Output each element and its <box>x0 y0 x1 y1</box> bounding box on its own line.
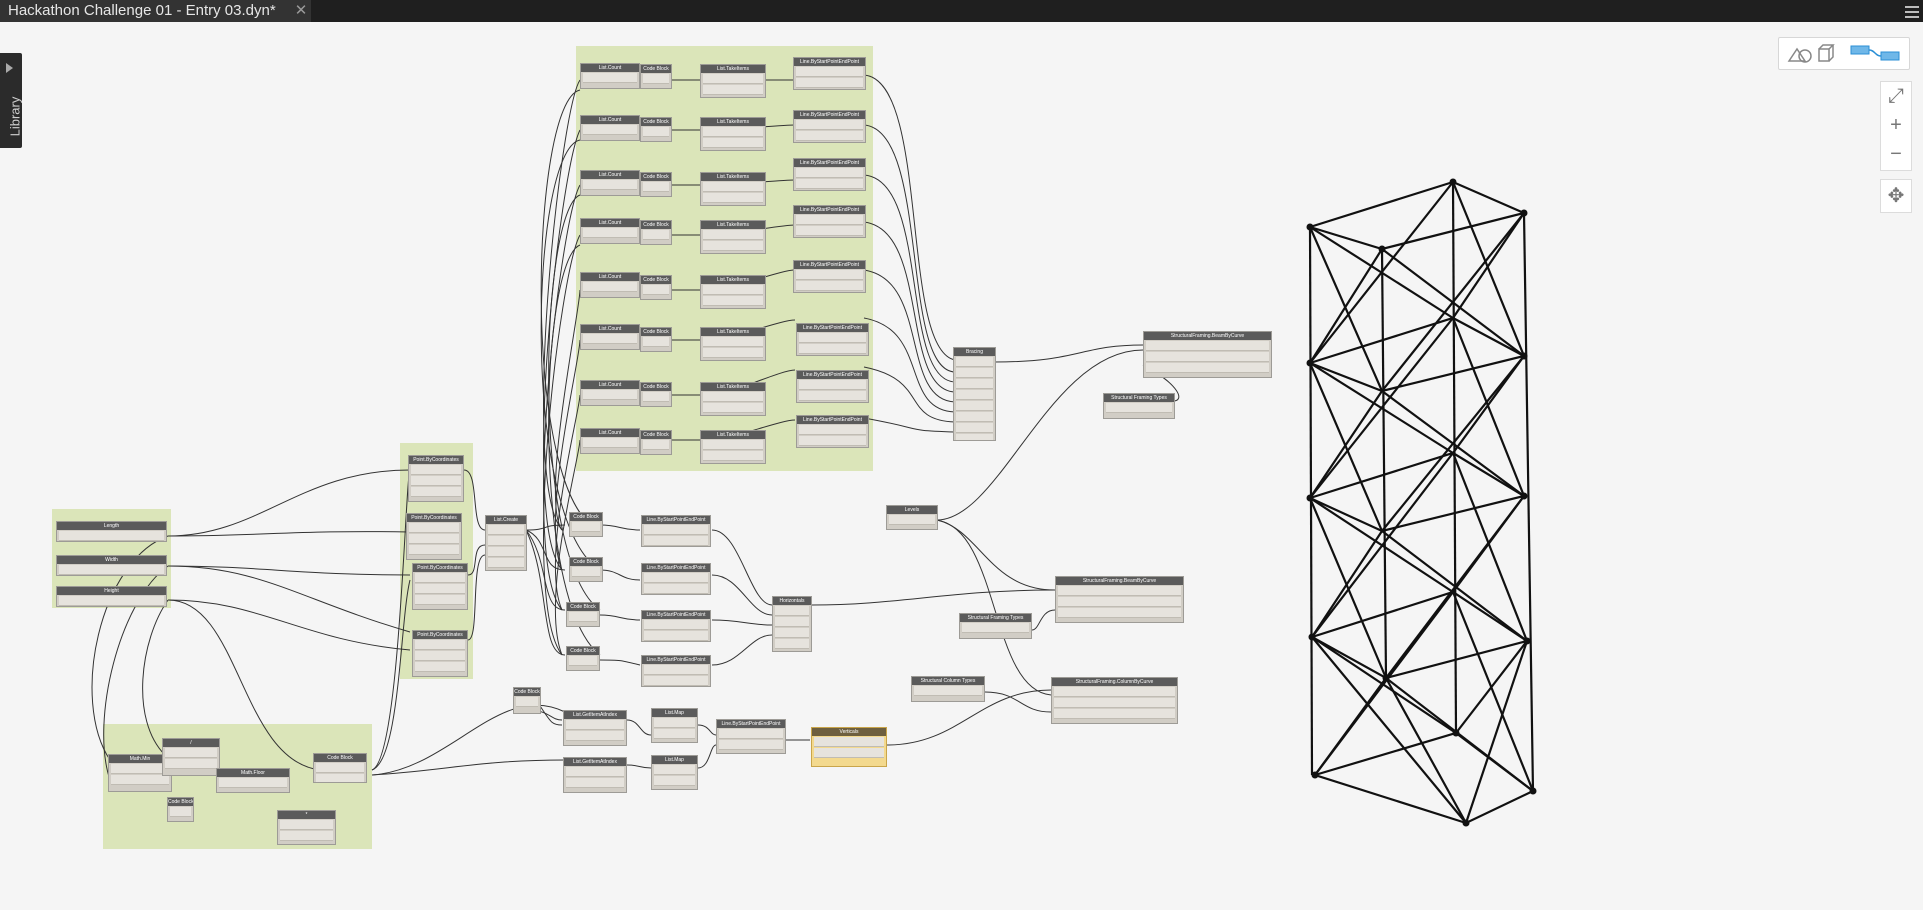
node-list-count[interactable]: List.Count <box>580 380 640 406</box>
geometry-view-icon[interactable] <box>1785 41 1841 66</box>
tab-bar: Hackathon Challenge 01 - Entry 03.dyn* ✕ <box>0 0 1923 22</box>
tab-title: Hackathon Challenge 01 - Entry 03.dyn* <box>8 2 276 19</box>
node-list-get-item-at-index[interactable]: List.GetItemAtIndex <box>563 757 627 793</box>
node-bracing[interactable]: Bracing <box>953 347 996 441</box>
node-line-by-start-point-end-point[interactable]: Line.ByStartPointEndPoint <box>793 57 866 90</box>
expand-arrow-icon <box>6 63 13 73</box>
node-list-create[interactable]: List.Create <box>485 515 527 571</box>
menu-icon[interactable] <box>1905 3 1919 19</box>
node-code-block[interactable]: Code Block <box>640 220 672 245</box>
node-line-by-start-point-end-point[interactable]: Line.ByStartPointEndPoint <box>641 563 711 595</box>
node-math-min[interactable]: Math.Min <box>108 754 172 792</box>
node-list-take-items[interactable]: List.TakeItems <box>700 327 766 361</box>
zoom-out-icon[interactable]: − <box>1890 143 1902 165</box>
node-list-take-items[interactable]: List.TakeItems <box>700 220 766 254</box>
node-list-map[interactable]: List.Map <box>651 755 698 790</box>
node-list-count[interactable]: List.Count <box>580 428 640 454</box>
node-list-count[interactable]: List.Count <box>580 115 640 141</box>
node-code-block[interactable]: Code Block <box>167 797 194 822</box>
node-code-block[interactable]: Code Block <box>566 646 600 671</box>
node-line-by-start-point-end-point[interactable]: Line.ByStartPointEndPoint <box>641 515 711 547</box>
node-list-count[interactable]: List.Count <box>580 272 640 298</box>
node-line-by-start-point-end-point[interactable]: Line.ByStartPointEndPoint <box>793 260 866 293</box>
node-list-count[interactable]: List.Count <box>580 218 640 244</box>
node-list-take-items[interactable]: List.TakeItems <box>700 382 766 416</box>
view-switch <box>1778 37 1910 70</box>
node-list-count[interactable]: List.Count <box>580 324 640 350</box>
node-list-count[interactable]: List.Count <box>580 63 640 89</box>
node-code-block[interactable]: Code Block <box>569 512 603 537</box>
tower-3d-preview <box>1306 178 1537 827</box>
node-list-count[interactable]: List.Count <box>580 170 640 196</box>
node-structural-framing-types[interactable]: Structural Framing Types <box>1103 393 1175 419</box>
node-list-get-item-at-index[interactable]: List.GetItemAtIndex <box>563 710 627 746</box>
slider-length[interactable]: Length <box>56 521 167 542</box>
node-line-by-start-point-end-point[interactable]: Line.ByStartPointEndPoint <box>796 370 869 403</box>
node-code-block[interactable]: Code Block <box>566 602 600 627</box>
node-structural-framing-types[interactable]: Structural Framing Types <box>959 613 1032 639</box>
node-code-block[interactable]: Code Block <box>313 753 367 783</box>
node-verticals-selected[interactable]: Verticals <box>811 727 887 767</box>
zoom-in-icon[interactable]: + <box>1890 114 1902 136</box>
node-code-block[interactable]: Code Block <box>640 327 672 352</box>
node-line-by-start-point-end-point[interactable]: Line.ByStartPointEndPoint <box>716 719 786 754</box>
graph-view-icon[interactable] <box>1849 41 1903 66</box>
node-list-take-items[interactable]: List.TakeItems <box>700 172 766 206</box>
node-structural-framing-column-by-curve[interactable]: StructuralFraming.ColumnByCurve <box>1051 677 1178 724</box>
node-levels[interactable]: Levels <box>886 505 938 530</box>
node-list-take-items[interactable]: List.TakeItems <box>700 430 766 464</box>
pan-icon[interactable]: ✥ <box>1880 179 1912 213</box>
node-line-by-start-point-end-point[interactable]: Line.ByStartPointEndPoint <box>793 205 866 238</box>
node-code-block[interactable]: Code Block <box>640 64 672 89</box>
node-point-by-coordinates[interactable]: Point.ByCoordinates <box>406 513 462 560</box>
zoom-panel: ⤢ + − <box>1880 81 1912 171</box>
node-line-by-start-point-end-point[interactable]: Line.ByStartPointEndPoint <box>641 610 711 642</box>
node-line-by-start-point-end-point[interactable]: Line.ByStartPointEndPoint <box>793 158 866 191</box>
node-structural-framing-beam-by-curve[interactable]: StructuralFraming.BeamByCurve <box>1143 331 1272 378</box>
slider-height[interactable]: Height <box>56 586 167 607</box>
node-list-take-items[interactable]: List.TakeItems <box>700 275 766 309</box>
node-point-by-coordinates[interactable]: Point.ByCoordinates <box>408 455 464 502</box>
zoom-fit-icon[interactable]: ⤢ <box>1888 85 1904 107</box>
node-code-block[interactable]: Code Block <box>569 557 603 582</box>
node-structural-framing-beam-by-curve[interactable]: StructuralFraming.BeamByCurve <box>1055 576 1184 623</box>
node-code-block[interactable]: Code Block <box>640 430 672 455</box>
node-horizontals[interactable]: Horizontals <box>772 596 812 652</box>
node-line-by-start-point-end-point[interactable]: Line.ByStartPointEndPoint <box>796 415 869 448</box>
node-code-block[interactable]: Code Block <box>640 382 672 407</box>
node-line-by-start-point-end-point[interactable]: Line.ByStartPointEndPoint <box>796 323 869 356</box>
node-code-block[interactable]: Code Block <box>640 172 672 197</box>
node-line-by-start-point-end-point[interactable]: Line.ByStartPointEndPoint <box>641 655 711 687</box>
node-line-by-start-point-end-point[interactable]: Line.ByStartPointEndPoint <box>793 110 866 143</box>
node-point-by-coordinates[interactable]: Point.ByCoordinates <box>412 630 468 677</box>
tab-file[interactable]: Hackathon Challenge 01 - Entry 03.dyn* <box>0 0 311 22</box>
close-icon[interactable]: ✕ <box>294 2 308 19</box>
node-point-by-coordinates[interactable]: Point.ByCoordinates <box>412 563 468 610</box>
node-multiply[interactable]: * <box>277 810 336 845</box>
node-list-take-items[interactable]: List.TakeItems <box>700 64 766 98</box>
node-code-block[interactable]: Code Block <box>640 117 672 142</box>
node-code-block[interactable]: Code Block <box>640 275 672 300</box>
node-structural-column-types[interactable]: Structural Column Types <box>911 676 985 702</box>
node-code-block[interactable]: Code Block <box>513 687 541 714</box>
node-list-map[interactable]: List.Map <box>651 708 698 743</box>
node-divide[interactable]: / <box>162 738 220 776</box>
slider-width[interactable]: Width <box>56 555 167 576</box>
node-math-floor[interactable]: Math.Floor <box>216 768 290 793</box>
node-list-take-items[interactable]: List.TakeItems <box>700 117 766 151</box>
library-panel-toggle[interactable]: Library <box>0 53 23 148</box>
